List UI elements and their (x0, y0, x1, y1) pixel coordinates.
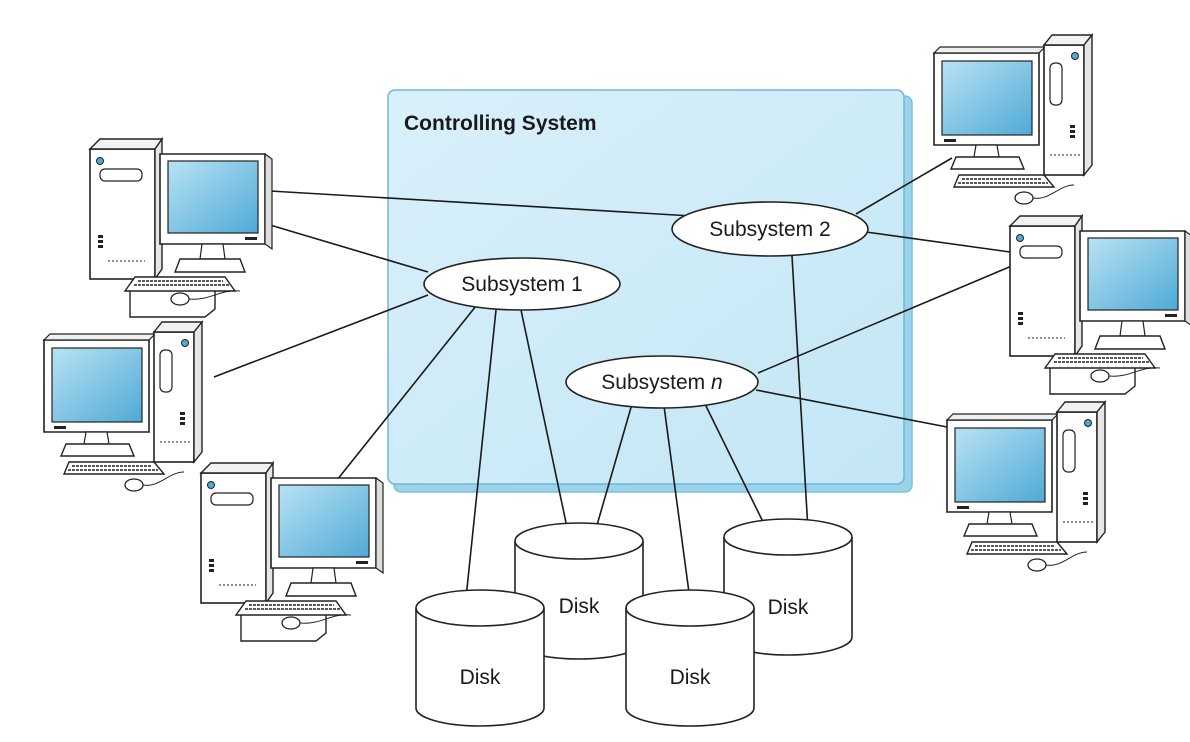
subsystem-1-label: Subsystem 1 (461, 273, 582, 296)
link-sn-d3 (663, 405, 691, 601)
subsystem-1: Subsystem 1 (423, 257, 621, 311)
subsystem-n-label: Subsystem n (601, 371, 722, 394)
link-c1-s1 (269, 224, 429, 273)
link-c5-sn (757, 264, 1015, 374)
computer-icon (200, 462, 384, 642)
controlling-system-box: Controlling System (387, 89, 913, 493)
subsystem-n-suffix: n (711, 371, 723, 394)
computer-icon (43, 321, 203, 492)
link-s1-d2 (520, 309, 569, 533)
disk-3-label: Disk (670, 666, 711, 689)
disk-4-label: Disk (768, 596, 809, 619)
disk-2: Disk (514, 522, 644, 660)
disk-3: Disk (625, 589, 755, 727)
link-c3-s1 (336, 305, 477, 481)
subsystem-2-label: Subsystem 2 (709, 218, 830, 241)
link-c1-s2 (269, 190, 693, 217)
disk-1: Disk (415, 589, 545, 727)
computer-icon (89, 138, 273, 318)
subsystem-2: Subsystem 2 (671, 201, 869, 257)
disk-4: Disk (723, 518, 853, 656)
subsystem-n: Subsystem n (565, 355, 759, 409)
link-c2-s1 (213, 294, 429, 378)
link-sn-d4 (703, 401, 769, 533)
controlling-system-title: Controlling System (404, 112, 597, 135)
computer-icon (946, 401, 1106, 572)
link-c4-s2 (855, 157, 953, 215)
disk-1-label: Disk (460, 666, 501, 689)
disk-2-label: Disk (559, 595, 600, 618)
link-s2-d3 (791, 255, 809, 531)
link-sn-d2 (594, 403, 633, 533)
link-c5-s2 (865, 231, 1011, 253)
link-c6-sn (755, 389, 948, 428)
computer-icon (933, 34, 1093, 205)
connection-lines (213, 157, 1015, 601)
computer-icon (1009, 215, 1190, 395)
link-s1-d1 (465, 309, 497, 599)
